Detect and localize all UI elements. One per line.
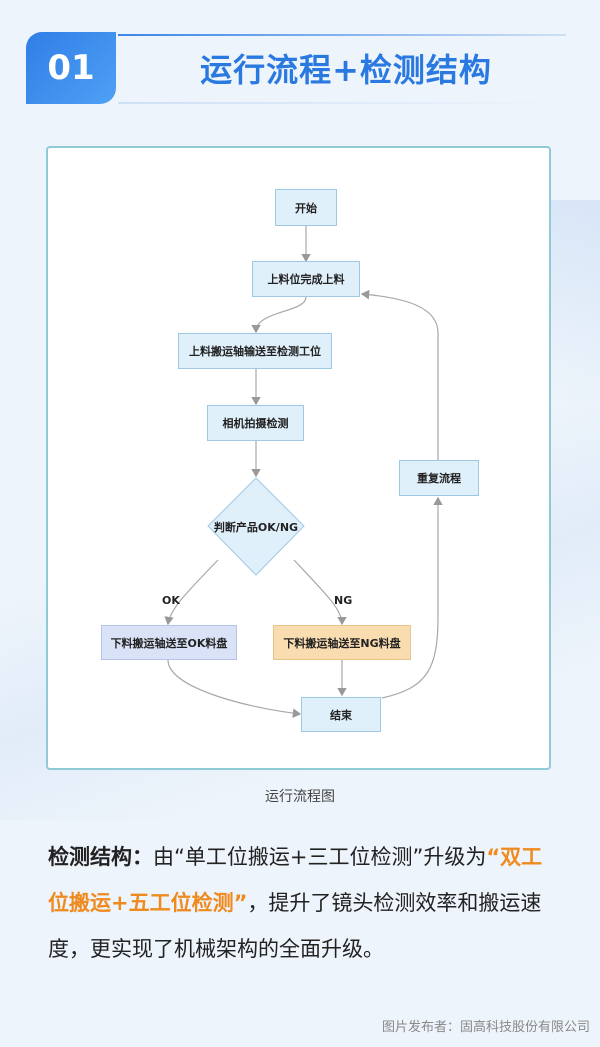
flowchart-connectors (164, 226, 443, 718)
node-decision-label: 判断产品OK/NG (213, 521, 299, 534)
decision-diamond (207, 477, 305, 576)
flowchart-frame: 开始 上料位完成上料 上料搬运轴输送至检测工位 相机拍摄检测 判断产品OK/NG… (46, 146, 551, 770)
body-highlight: “双工位搬运+五工位检测” (48, 845, 543, 915)
node-ok-tray: 下料搬运轴送至OK料盘 (101, 625, 237, 660)
section-header: 01 运行流程+检测结构 (26, 32, 570, 106)
section-title: 运行流程+检测结构 (200, 51, 492, 89)
header-bottom-line (118, 102, 566, 104)
node-transfer-to-inspect: 上料搬运轴输送至检测工位 (178, 333, 332, 369)
header-top-line (118, 34, 566, 36)
node-end: 结束 (301, 697, 381, 732)
body-label: 检测结构： (48, 845, 153, 869)
node-repeat: 重复流程 (399, 460, 479, 496)
body-text-part1: 由“单工位搬运+三工位检测”升级为 (153, 845, 487, 869)
edge-repeat-load (360, 289, 439, 460)
image-credit: 图片发布者：固高科技股份有限公司 (381, 1020, 590, 1035)
edge-decision-ng (293, 559, 347, 626)
node-load-done: 上料位完成上料 (252, 261, 360, 297)
node-start: 开始 (275, 189, 337, 226)
edge-load-transfer (251, 296, 307, 334)
edge-ok-end (167, 659, 302, 718)
edge-decision-ok (164, 559, 219, 626)
section-number-badge: 01 (26, 32, 116, 104)
edge-end-repeat (381, 496, 443, 699)
body-paragraph: 检测结构：由“单工位搬运+三工位检测”升级为“双工位搬运+五工位检测”，提升了镜… (48, 834, 558, 972)
body-text-part2: ，提升了镜头检测效率和搬运速度，更实现了机械架构的全面升级。 (48, 891, 542, 961)
branch-label-ng: NG (334, 594, 353, 607)
branch-label-ok: OK (162, 594, 180, 607)
node-ng-tray: 下料搬运轴送至NG料盘 (273, 625, 411, 660)
diagram-caption: 运行流程图 (265, 789, 335, 805)
node-camera-inspect: 相机拍摄检测 (207, 405, 304, 441)
